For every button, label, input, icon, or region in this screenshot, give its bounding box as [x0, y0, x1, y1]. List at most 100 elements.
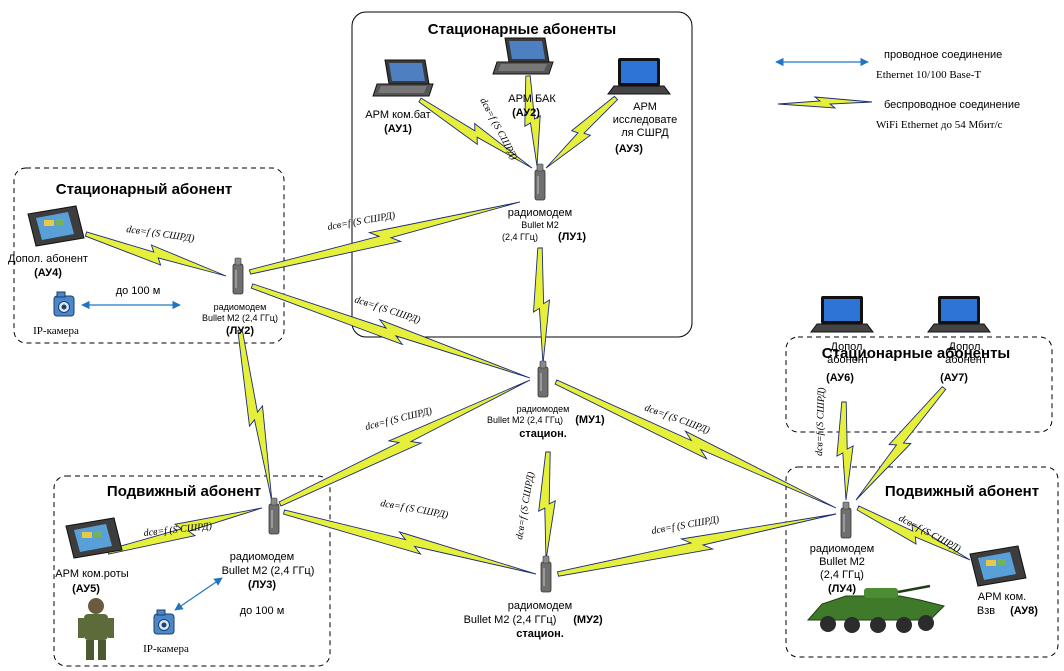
lu1-line2: Bullet M2: [521, 220, 559, 230]
group-box-top: [351, 11, 693, 338]
mu1-line1: радиомодем: [517, 404, 570, 414]
wireless-link-lu3-mu1: [278, 379, 531, 507]
mu1-id: (МУ1): [575, 414, 605, 426]
group-box-right: [785, 336, 1053, 433]
ip-camera-left-label: IP-камера: [33, 325, 79, 337]
wireless-link-lu1-mu1: [532, 247, 551, 365]
formula-au4-lu2: dсв=f (S СШРД): [126, 224, 196, 245]
tablet-au4-icon: [27, 205, 85, 247]
au7-id: (АУ7): [940, 372, 968, 384]
group-box-mobile-right: [785, 466, 1059, 658]
laptop-au6-icon: [810, 295, 874, 333]
au6-id: (АУ6): [826, 372, 854, 384]
wireless-link-au2-lu1: [524, 75, 541, 167]
group-title-top: Стационарные абоненты: [428, 21, 616, 38]
legend-wireless-label: беспроводное соединение: [884, 99, 1020, 111]
au8-name2: Взв: [977, 605, 995, 617]
au1-name: АРМ ком.бат: [365, 109, 430, 121]
mu2-line1: радиомодем: [508, 600, 572, 612]
group-title-mobile-left: Подвижный абонент: [107, 483, 261, 500]
legend-wireless-bolt: [777, 96, 873, 109]
wireless-link-au5-lu3: [106, 507, 263, 555]
wireless-link-lu4-au8: [856, 505, 971, 561]
soldier-figure: [78, 598, 114, 660]
wireless-link-mu1-lu4: [554, 379, 837, 509]
wireless-link-au3-lu1: [545, 95, 619, 169]
au7-name1: Допол.: [949, 341, 984, 353]
ip-camera-bottom-label: IP-камера: [143, 643, 189, 655]
au5-id: (АУ5): [72, 583, 100, 595]
armored-vehicle-icon: [806, 584, 945, 633]
formula-mu1-mu2: dсв=f (S СШРД): [514, 470, 537, 540]
wireless-link-mu1-mu2: [538, 451, 556, 561]
lu1-line1: радиомодем: [508, 207, 572, 219]
modem-lu4-icon: [840, 501, 852, 539]
wireless-link-lu2-mu1: [250, 283, 531, 379]
ip-camera-bottom-icon: [153, 609, 175, 635]
au3-id: (АУ3): [615, 143, 643, 155]
formula-mu2-lu4: dсв=f (S СШРД): [651, 514, 721, 537]
group-box-left: [13, 167, 285, 344]
lu4-line2: Bullet M2: [819, 556, 865, 568]
laptop-au7-icon: [927, 295, 991, 333]
distance-left: до 100 м: [116, 285, 161, 297]
mu1-line2: Bullet M2 (2,4 ГГц): [487, 415, 563, 425]
lu1-id: (ЛУ1): [558, 231, 586, 243]
wireless-link-au7-lu4: [855, 385, 947, 501]
modem-lu3-icon: [268, 497, 280, 535]
lu2-line2: Bullet M2 (2,4 ГГц): [202, 313, 278, 323]
au3-name1: АРМ: [633, 101, 657, 113]
distance-bottom: до 100 м: [240, 605, 285, 617]
wireless-link-au4-lu2: [84, 231, 227, 277]
lu2-line1: радиомодем: [214, 302, 267, 312]
au1-id: (АУ1): [384, 123, 412, 135]
modem-lu2-icon: [232, 257, 244, 295]
au7-name2: абонент: [945, 354, 987, 366]
wireless-link-au1-lu1: [418, 97, 533, 169]
au3-name2: исследовате: [613, 114, 678, 126]
wired-link-lu3-camera: [174, 577, 223, 611]
lu4-id: (ЛУ4): [828, 583, 856, 595]
mu2-line3: стацион.: [516, 628, 564, 640]
formula-lu3-mu2: dсв=f (S СШРД): [379, 498, 449, 521]
wireless-links: [84, 75, 971, 577]
wireless-link-au6-lu4: [836, 401, 854, 501]
lu3-line1: радиомодем: [230, 551, 294, 563]
au4-id: (АУ4): [34, 267, 62, 279]
modem-mu1-icon: [537, 360, 549, 398]
au8-id: (АУ8): [1010, 605, 1038, 617]
lu3-id: (ЛУ3): [248, 579, 276, 591]
wireless-link-lu2-lu3: [237, 329, 273, 503]
au3-name3: ля СШРД: [621, 127, 669, 139]
wireless-link-lu3-mu2: [282, 509, 537, 575]
lu2-id: (ЛУ2): [226, 325, 254, 337]
legend-wired-label: проводное соединение: [884, 49, 1002, 61]
legend-wired-sub: Ethernet 10/100 Base-T: [876, 69, 981, 81]
legend-wireless-sub: WiFi Ethernet до 54 Мбит/с: [876, 119, 1003, 131]
mu2-line2: Bullet M2 (2,4 ГГц): [464, 614, 557, 626]
wireless-link-lu2-lu1: [248, 201, 521, 275]
au4-name: Допол. абонент: [8, 253, 88, 265]
lu4-line3: (2,4 ГГц): [820, 569, 864, 581]
mu2-id: (МУ2): [573, 614, 603, 626]
group-title-mobile-right: Подвижный абонент: [885, 483, 1039, 500]
au8-name1: АРМ ком.: [978, 591, 1026, 603]
lu3-line2: Bullet M2 (2,4 ГГц): [222, 565, 315, 577]
formula-au6-lu4: dсв=f (S СШРД): [814, 387, 827, 457]
au6-name1: Допол.: [831, 341, 866, 353]
au2-id: (АУ2): [512, 107, 540, 119]
group-title-right: Стационарные абоненты: [822, 345, 1010, 362]
au6-name2: абонент: [827, 354, 869, 366]
group-box-mobile-left: [53, 475, 331, 667]
tablet-au8-icon: [969, 545, 1027, 587]
group-title-left: Стационарный абонент: [56, 181, 233, 198]
au5-name: АРМ ком.роты: [55, 568, 128, 580]
au2-name: АРМ БАК: [508, 93, 556, 105]
wireless-link-mu2-lu4: [556, 513, 837, 577]
modem-mu2-icon: [540, 555, 552, 593]
lu1-line3: (2,4 ГГц): [502, 232, 538, 242]
lu4-line1: радиомодем: [810, 543, 874, 555]
ip-camera-left-icon: [53, 291, 75, 317]
mu1-line3: стацион.: [519, 428, 567, 440]
